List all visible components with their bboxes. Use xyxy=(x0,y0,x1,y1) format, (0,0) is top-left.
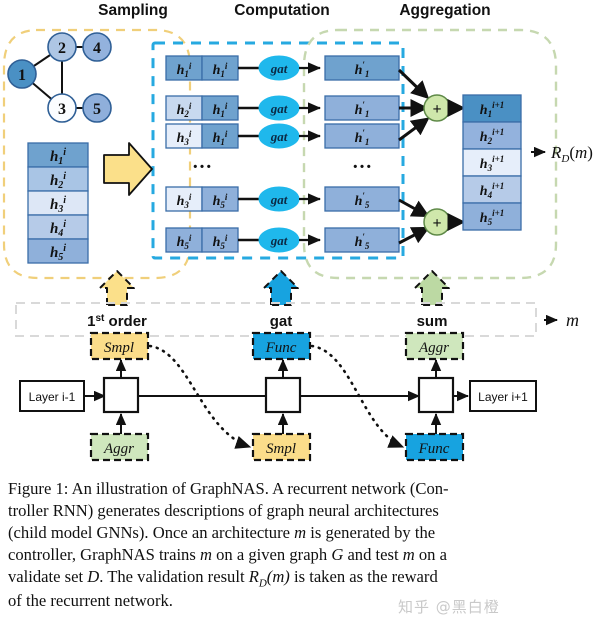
svg-text:h5i: h5i xyxy=(213,192,228,210)
computation-region xyxy=(151,41,405,260)
gat-label: gat xyxy=(270,192,288,207)
rnn-token-func-2: Func xyxy=(418,441,450,457)
svg-text:2: 2 xyxy=(58,40,66,57)
choice-label-function: gat xyxy=(270,313,293,330)
input-feature-stack: h1i h2i h3i h4i h5i xyxy=(27,142,89,264)
svg-text:1: 1 xyxy=(18,67,26,84)
graph-node-5: 5 xyxy=(82,93,112,123)
left-ellipsis: … xyxy=(192,151,212,173)
graph-node-4: 4 xyxy=(82,32,112,62)
sampling-to-computation-arrow xyxy=(103,142,153,196)
choice-label-sampler: 1st order xyxy=(87,313,147,330)
caption-line-6: of the recurrent network. xyxy=(8,591,173,611)
svg-text:h1i: h1i xyxy=(213,61,228,79)
header-sampling: Sampling xyxy=(98,2,168,19)
gat-label: gat xyxy=(270,61,288,76)
diagram-svg: 1 2 4 3 5 xyxy=(2,28,593,462)
svg-text:h1i: h1i xyxy=(213,129,228,147)
svg-text:h3i: h3i xyxy=(177,192,192,210)
graph-node-3: 3 xyxy=(47,93,77,123)
recurrence-curve-2 xyxy=(310,344,405,449)
gat-label: gat xyxy=(270,101,288,116)
plus-node-bottom: + xyxy=(423,208,451,236)
header-computation: Computation xyxy=(234,2,330,19)
svg-text:h3i: h3i xyxy=(177,129,192,147)
gat-label: gat xyxy=(270,129,288,144)
computation-up-arrow xyxy=(263,270,299,306)
svg-text:h5i: h5i xyxy=(177,233,192,251)
rnn-layer-next-label: Layer i+1 xyxy=(478,390,528,404)
rnn-token-aggr-1: Aggr xyxy=(103,441,134,457)
aggregation-arrows xyxy=(397,68,430,245)
reward-label: RD(m) xyxy=(550,143,593,165)
right-ellipsis: … xyxy=(352,151,372,173)
rnn-token-smpl-2: Smpl xyxy=(266,441,296,457)
caption-line-3: (child model GNNs). Once an architecture… xyxy=(8,522,436,542)
header-aggregation: Aggregation xyxy=(399,2,491,19)
rnn-layer-next-box: Layer i+1 xyxy=(469,380,537,412)
architecture-m-label: m xyxy=(566,310,579,330)
pair-row: h3i h1i gat h′1 xyxy=(165,123,400,149)
pair-row: h1i h1i gat h′1 xyxy=(165,55,400,81)
pair-row: h2i h1i gat h′1 xyxy=(165,95,400,121)
rnn-token-smpl-1: Smpl xyxy=(104,340,134,356)
output-feature-stack: h1i+1 h2i+1 h3i+1 h4i+1 h5i+1 xyxy=(462,94,522,231)
aggregation-region xyxy=(302,28,558,280)
rnn-token-aggr-2: Aggr xyxy=(418,340,449,356)
graph-node-1: 1 xyxy=(7,59,37,89)
svg-text:h1i: h1i xyxy=(213,101,228,119)
rnn-cell-1: Smpl Aggr xyxy=(89,331,150,462)
svg-text:h5i: h5i xyxy=(213,233,228,251)
caption-line-4: controller, GraphNAS trains m on a given… xyxy=(8,544,447,564)
rnn-layer-prev-label: Layer i-1 xyxy=(29,390,76,404)
svg-text:+: + xyxy=(432,215,441,232)
svg-text:3: 3 xyxy=(58,101,66,118)
gat-label: gat xyxy=(270,233,288,248)
rnn-cell-3: Aggr Func xyxy=(404,331,465,462)
sampling-up-arrow xyxy=(99,270,135,306)
graph-node-2: 2 xyxy=(47,32,77,62)
svg-text:+: + xyxy=(432,101,441,118)
svg-text:5: 5 xyxy=(93,101,101,118)
rnn-cell-2: Func Smpl xyxy=(251,331,312,462)
figure-caption: Figure 1: An illustration of GraphNAS. A… xyxy=(8,478,592,612)
choice-label-aggregator: sum xyxy=(417,313,448,330)
svg-text:4: 4 xyxy=(93,40,101,57)
input-graph: 1 2 4 3 5 xyxy=(7,32,112,123)
caption-line-5: validate set D. The validation result RD… xyxy=(8,566,438,589)
rnn-layer-prev-box: Layer i-1 xyxy=(19,380,85,412)
pair-row: h5i h5i gat h′5 xyxy=(165,227,400,253)
caption-line-1: Figure 1: An illustration of GraphNAS. A… xyxy=(8,479,449,498)
pair-row: h3i h5i gat h′5 xyxy=(165,186,400,212)
caption-line-2: troller RNN) generates descriptions of g… xyxy=(8,500,439,520)
recurrence-curve-1 xyxy=(148,344,252,449)
svg-text:h1i: h1i xyxy=(177,61,192,79)
rnn-token-func-1: Func xyxy=(265,340,297,356)
svg-text:h2i: h2i xyxy=(177,101,192,119)
aggregation-up-arrow xyxy=(414,270,450,306)
plus-node-top: + xyxy=(423,94,451,122)
diagram-stage: 1 2 4 3 5 xyxy=(2,28,593,462)
